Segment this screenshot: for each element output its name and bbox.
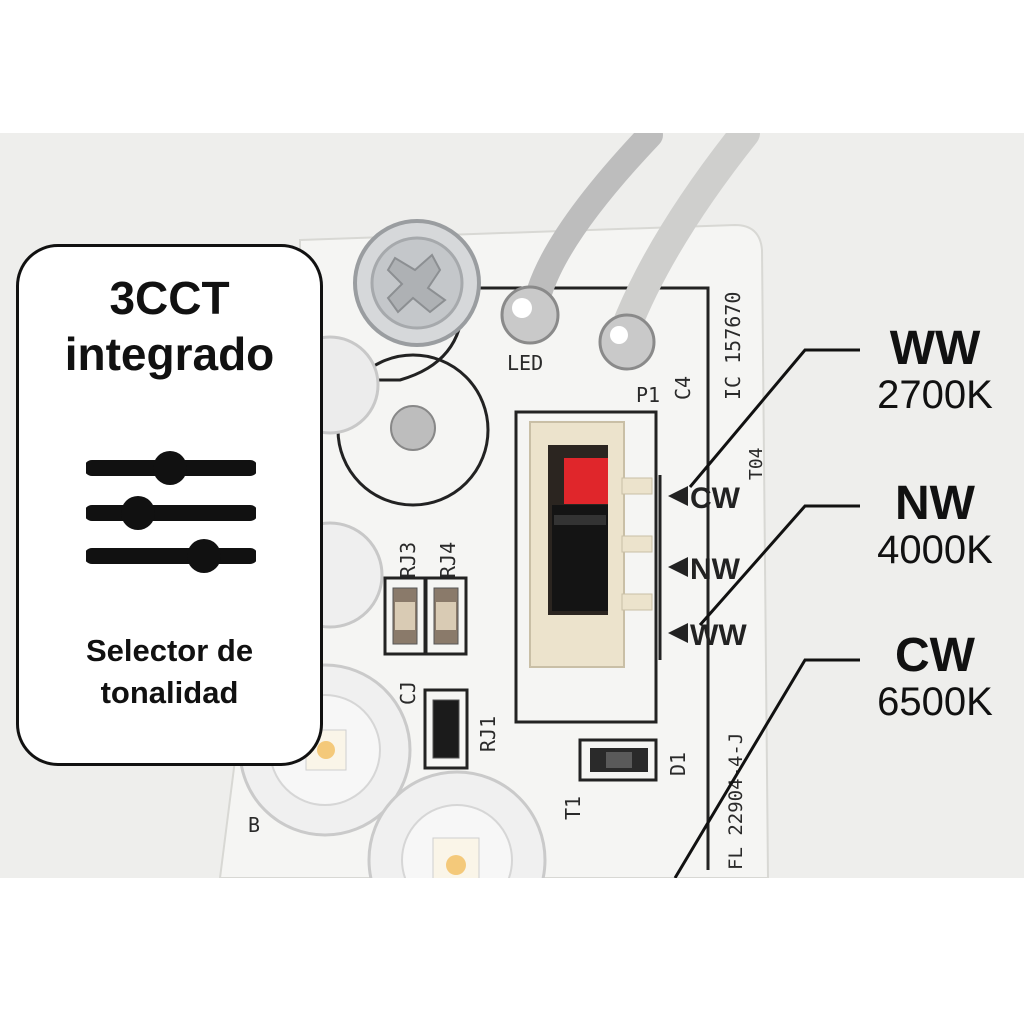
switch-outline — [514, 410, 658, 724]
label-rj1: RJ1 — [476, 716, 500, 752]
leader-line-ww — [688, 348, 860, 488]
card-subtitle-line2: tonalidad — [100, 675, 239, 710]
label-t1: T1 — [561, 796, 585, 820]
pcb-photo: LED P1 C4 IC 157670 T04 RJ3 RJ4 CJ RJ1 D… — [0, 133, 1024, 878]
callout-code: CW — [895, 629, 975, 682]
label-rj3: RJ3 — [396, 542, 420, 578]
callout-cw: CW 6500K — [850, 629, 1020, 724]
card-title-line2: integrado — [64, 328, 275, 380]
mount-hole — [390, 405, 436, 451]
arrow-cw-icon — [668, 486, 688, 506]
pcb-board-illustration: LED P1 C4 IC 157670 T04 RJ3 RJ4 CJ RJ1 D… — [218, 133, 860, 878]
callout-temp: 6500K — [877, 680, 993, 724]
label-p1: P1 — [636, 383, 660, 407]
card-subtitle: Selector de tonalidad — [16, 630, 323, 714]
switch-label-cw: CW — [690, 482, 741, 515]
label-rj4: RJ4 — [436, 542, 460, 578]
label-led: LED — [507, 351, 543, 375]
card-title-line1: 3CCT — [109, 272, 230, 324]
callout-ww: WW 2700K — [850, 322, 1020, 417]
wire-left — [527, 133, 663, 303]
callout-code: NW — [895, 477, 975, 530]
label-b: B — [248, 813, 260, 837]
label-c4: C4 — [671, 376, 695, 400]
solder-joint-p1 — [598, 313, 656, 371]
screw-cross-icon — [386, 253, 447, 314]
switch-knob[interactable] — [564, 458, 608, 504]
card-title: 3CCT integrado — [16, 270, 323, 382]
card-subtitle-line1: Selector de — [85, 633, 254, 668]
arrow-nw-icon — [668, 557, 688, 577]
switch-label-ww: WW — [690, 619, 747, 652]
label-d1: D1 — [666, 752, 690, 776]
sliders-icon — [86, 451, 256, 573]
solder-joint-led — [500, 285, 560, 345]
callout-code: WW — [889, 322, 981, 375]
switch-label-nw: NW — [690, 553, 741, 586]
callout-nw: NW 4000K — [850, 477, 1020, 572]
leader-line-cw — [673, 658, 860, 878]
callout-temp: 2700K — [877, 373, 993, 417]
label-cj: CJ — [396, 681, 420, 705]
leader-line-nw — [698, 504, 860, 626]
label-ic: IC 157670 — [721, 292, 745, 400]
wire-right — [610, 133, 760, 345]
label-t04: T04 — [746, 447, 767, 480]
callout-temp: 4000K — [877, 528, 993, 572]
arrow-ww-icon — [668, 623, 688, 643]
label-fl: FL 22904-4-J — [725, 733, 747, 870]
